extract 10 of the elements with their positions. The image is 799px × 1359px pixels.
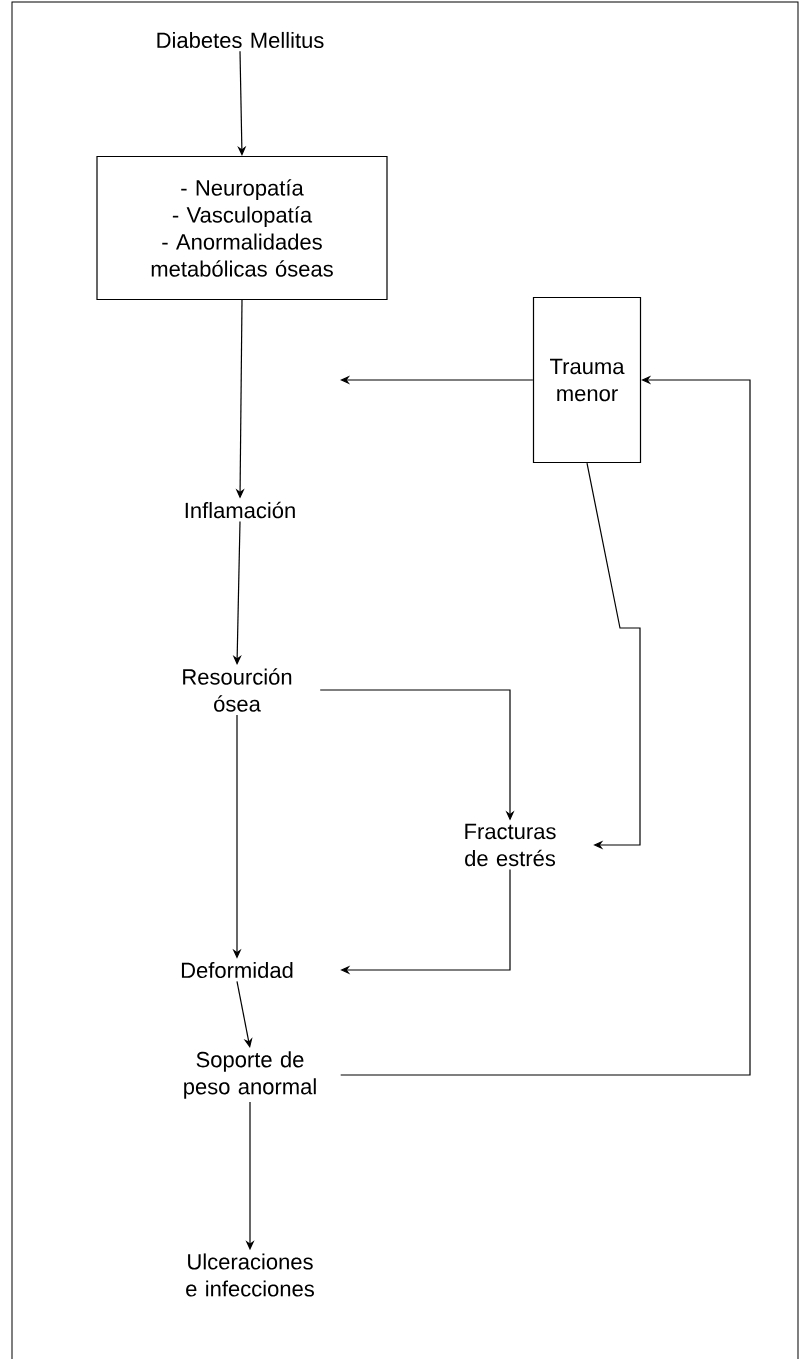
process-label: Inflamación <box>185 501 295 519</box>
process-label: Resourción ósea <box>183 668 292 712</box>
process-box: - Neuropatía - Vasculopatía - Anormalidades metabólicas óseas <box>96 155 388 301</box>
process-box: Trauma menor <box>532 296 642 464</box>
process-label: Fracturas de estrés <box>465 823 556 867</box>
process-label: Deformidad <box>181 961 293 979</box>
arrow <box>586 462 641 850</box>
process-label: Diabetes Mellitus <box>157 31 324 49</box>
process-label: Soporte de peso anormal <box>184 1051 316 1099</box>
process-label: Ulceraciones e infecciones <box>186 1253 314 1297</box>
